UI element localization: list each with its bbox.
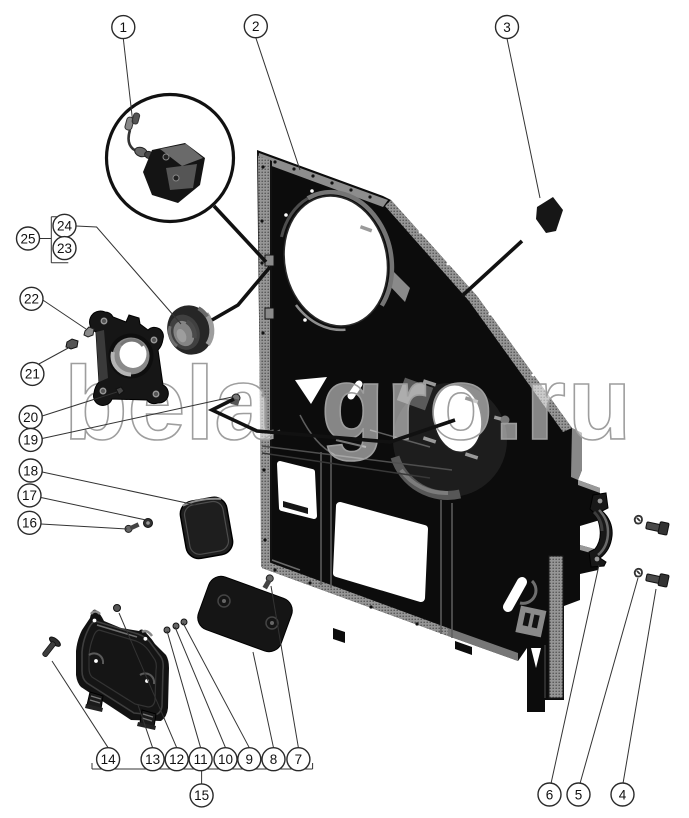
svg-text:24: 24: [57, 219, 73, 234]
svg-text:8: 8: [270, 752, 278, 767]
svg-text:25: 25: [20, 231, 35, 246]
svg-text:7: 7: [295, 752, 303, 767]
svg-text:3: 3: [503, 20, 511, 35]
svg-text:4: 4: [619, 787, 627, 802]
svg-text:gro.ru: gro.ru: [321, 346, 633, 462]
svg-text:13: 13: [145, 752, 160, 767]
svg-text:20: 20: [23, 410, 38, 425]
svg-text:16: 16: [22, 516, 37, 531]
svg-text:17: 17: [22, 488, 37, 503]
svg-text:bela: bela: [64, 346, 273, 462]
svg-text:19: 19: [23, 433, 38, 448]
svg-text:5: 5: [575, 787, 583, 802]
svg-text:15: 15: [194, 788, 209, 803]
svg-text:21: 21: [25, 367, 40, 382]
svg-text:1: 1: [120, 20, 128, 35]
svg-text:11: 11: [194, 752, 208, 767]
svg-text:9: 9: [246, 752, 254, 767]
svg-text:2: 2: [252, 19, 260, 34]
svg-text:18: 18: [23, 463, 38, 478]
svg-text:12: 12: [169, 752, 184, 767]
svg-text:14: 14: [101, 752, 117, 767]
svg-text:22: 22: [24, 292, 39, 307]
svg-text:23: 23: [57, 241, 72, 256]
svg-text:10: 10: [218, 752, 233, 767]
svg-text:6: 6: [546, 787, 554, 802]
